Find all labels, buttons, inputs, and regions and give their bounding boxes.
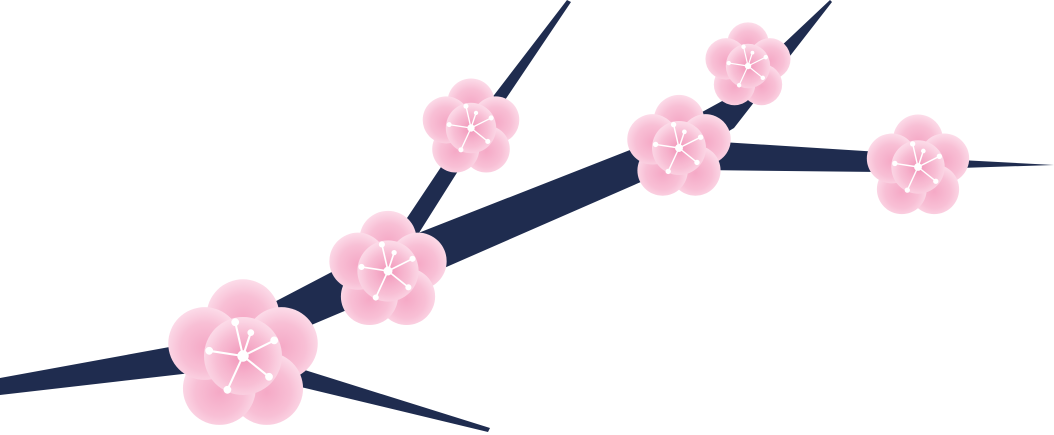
blossom-right xyxy=(866,113,970,215)
blossom-upper-right xyxy=(704,21,792,106)
lower-twig xyxy=(260,356,490,432)
blossom-middle xyxy=(328,210,448,326)
blossoms xyxy=(167,21,970,426)
